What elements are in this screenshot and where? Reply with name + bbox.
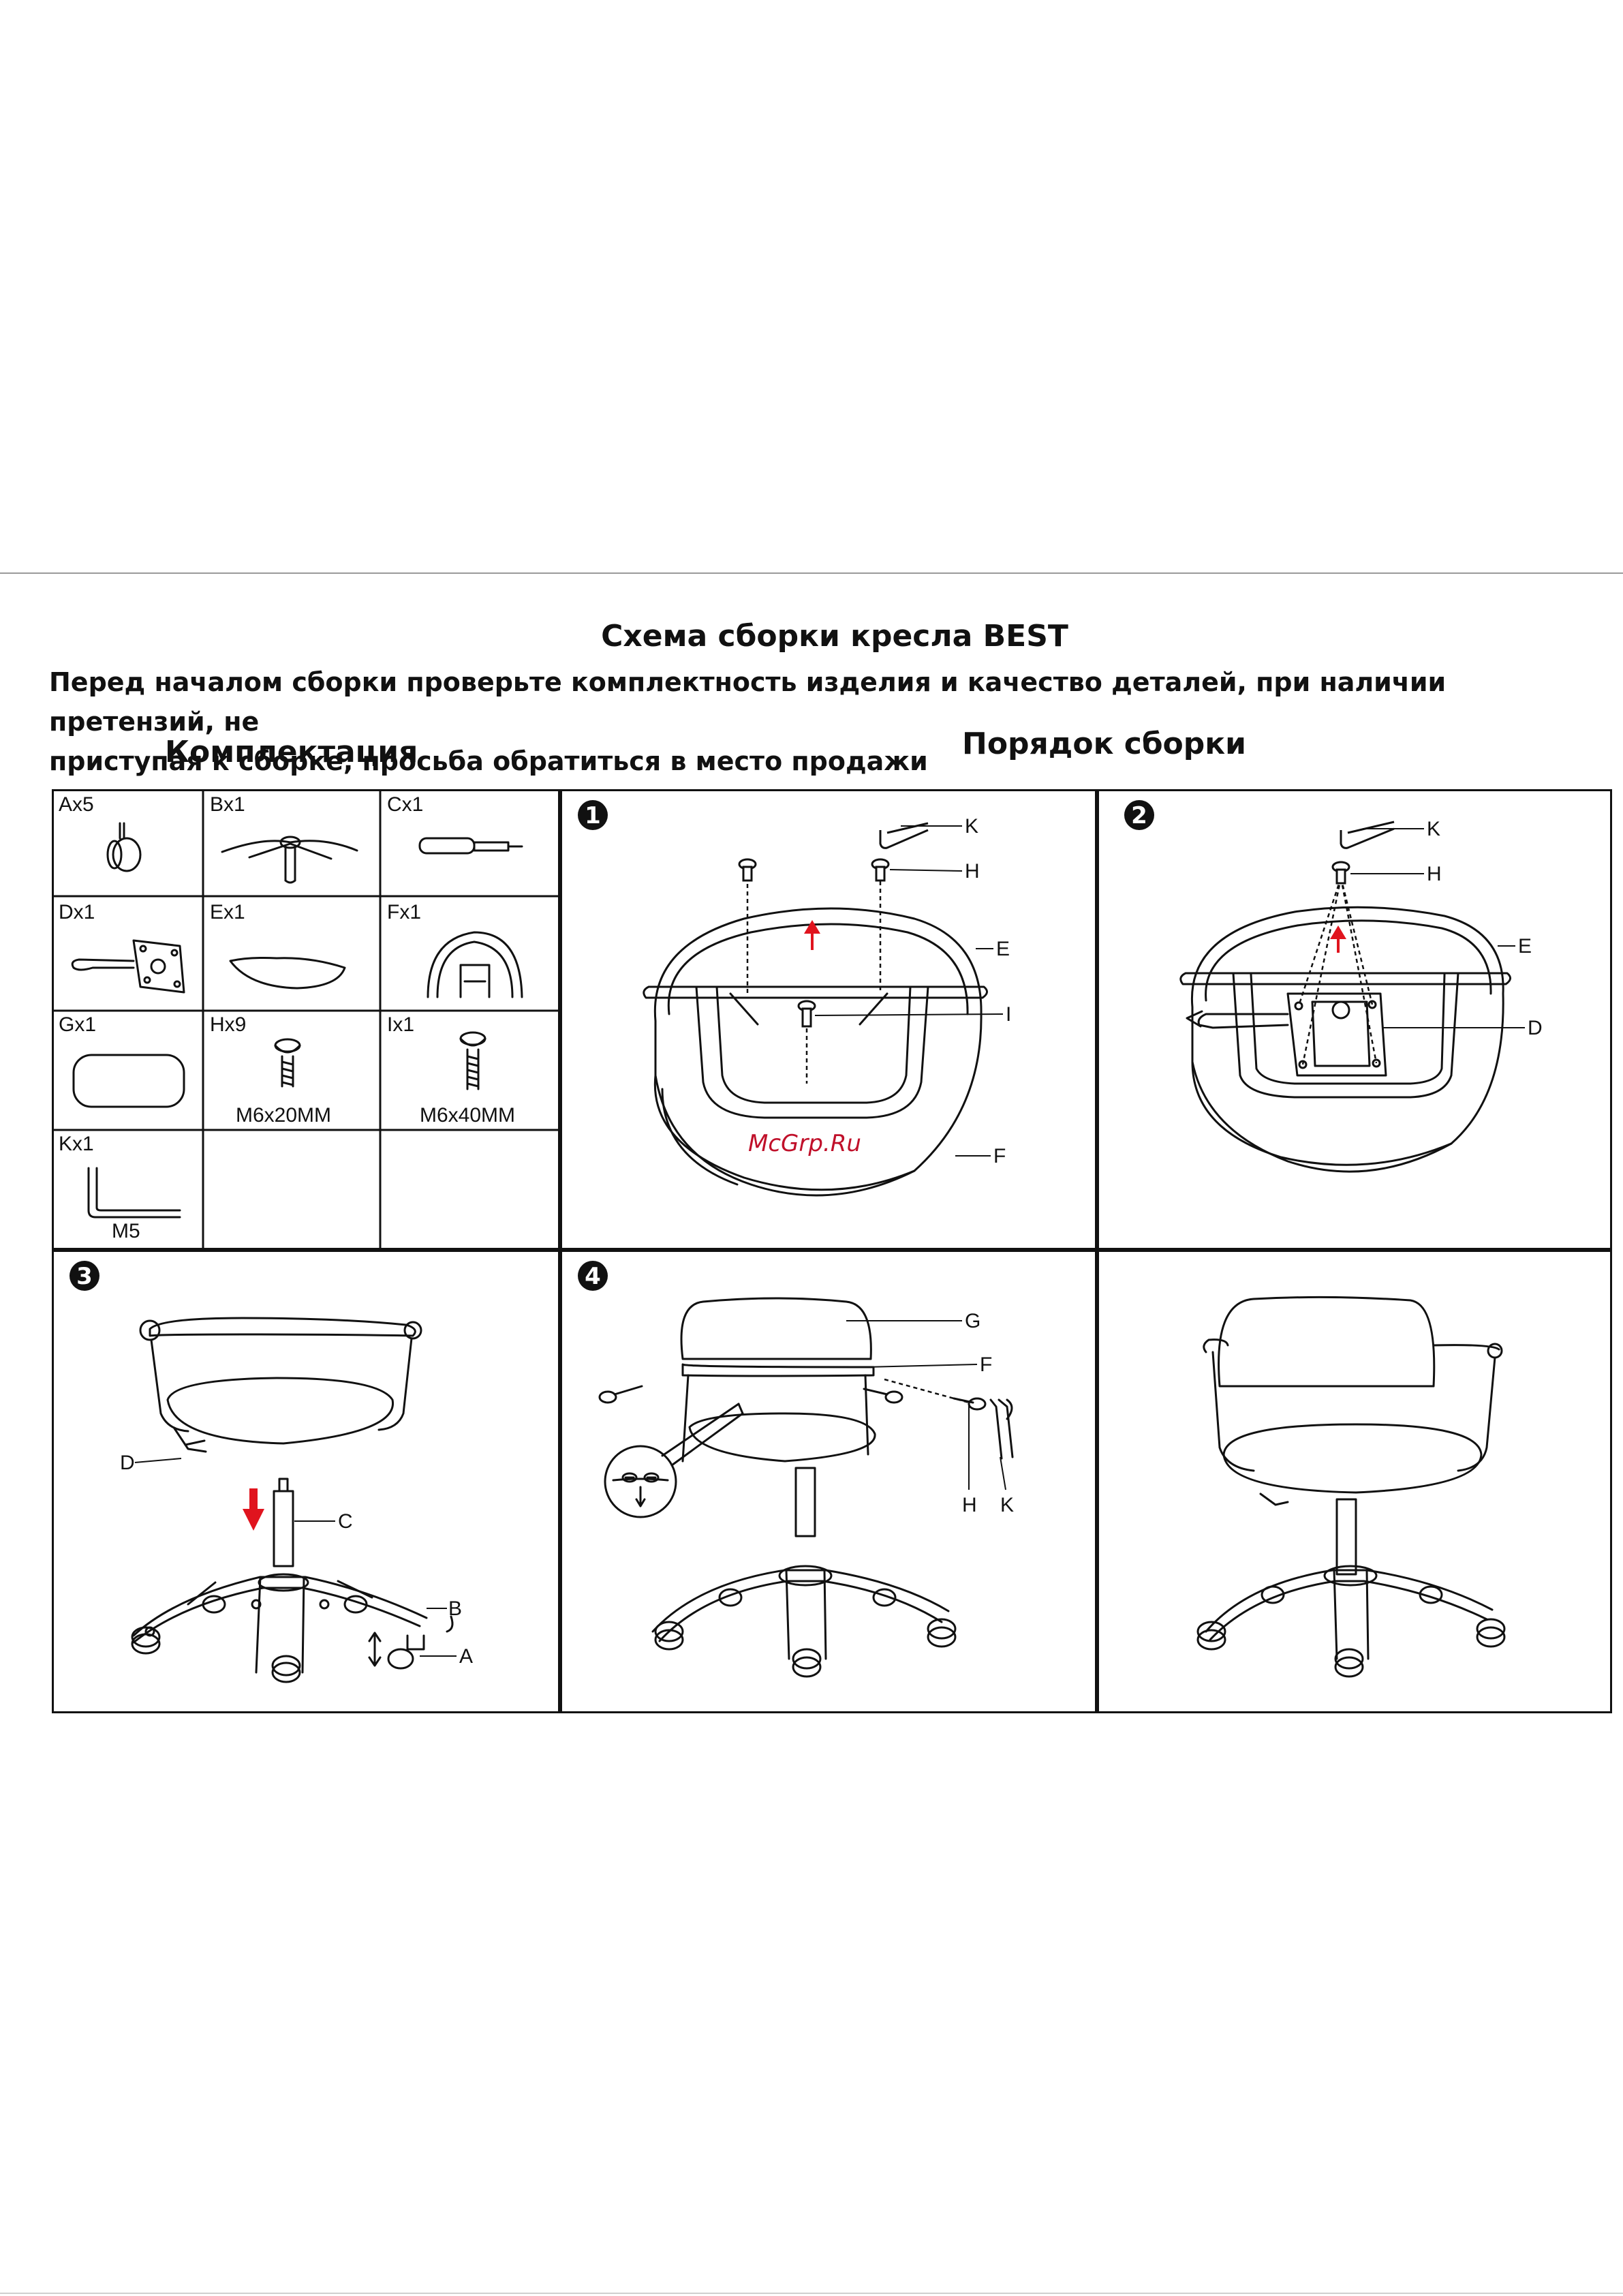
step-3-marker-bg	[69, 1261, 99, 1291]
caster-icon	[106, 822, 142, 872]
step-3-marker: 3	[76, 1263, 93, 1290]
step-3-label-d: D	[120, 1452, 135, 1474]
part-code-h: Hx9	[210, 1013, 246, 1036]
part-code-g: Gx1	[59, 1013, 96, 1036]
step-1-label-h: H	[965, 860, 980, 883]
assembled-chair-drawing	[1196, 1296, 1506, 1678]
step-2-panel: 2 K H E D	[1097, 789, 1612, 1250]
intro-text: Перед началом сборки проверьте комплектн…	[49, 662, 1582, 781]
star-base-icon	[221, 836, 358, 884]
parts-list-panel: Ax5 Bx1 Cx1 Dx1 Ex1 Fx1 Gx1 Hx9 Ix1 Kx1 …	[52, 789, 560, 1250]
step-1-label-k: K	[965, 815, 978, 838]
part-caption-k: M5	[112, 1220, 140, 1242]
step-1-marker: 1	[585, 802, 601, 829]
part-code-i: Ix1	[387, 1013, 414, 1036]
step-3-leaders	[134, 1458, 457, 1657]
step-4-label-f: F	[980, 1353, 992, 1376]
step-1-hex-key	[879, 822, 929, 849]
step-2-label-d: D	[1528, 1017, 1543, 1039]
chair-backrest-drawing	[598, 1297, 1014, 1678]
long-bolt-icon	[459, 1031, 486, 1090]
seat-underside-drawing	[643, 907, 988, 1197]
part-caption-i: M6x40MM	[420, 1104, 515, 1127]
part-code-c: Cx1	[387, 793, 423, 816]
document-title: Схема сборки кресла BEST	[601, 619, 1068, 654]
intro-line-1: Перед началом сборки проверьте комплектн…	[49, 667, 1447, 737]
step-1-marker-bg	[578, 800, 608, 830]
step-2-marker: 2	[1131, 802, 1147, 829]
hex-key-icon	[87, 1167, 181, 1219]
part-code-f: Fx1	[387, 901, 421, 923]
part-code-b: Bx1	[210, 793, 245, 816]
seat-mechanism-drawing	[1179, 906, 1511, 1173]
step-3-label-a: A	[459, 1645, 473, 1668]
step-1-leaders	[814, 825, 1004, 1157]
step-2-label-k: K	[1427, 818, 1440, 840]
part-caption-h: M6x20MM	[236, 1104, 331, 1127]
step-1-panel: 1 K H E I F	[560, 789, 1097, 1250]
part-code-d: Dx1	[59, 901, 95, 923]
step-1-label-e: E	[996, 938, 1010, 960]
intro-line-2: приступая к сборке, просьба обратиться в…	[49, 746, 928, 776]
back-frame-icon	[427, 931, 523, 998]
step-2-marker-bg	[1124, 800, 1154, 830]
part-code-k: Kx1	[59, 1133, 94, 1155]
step-2-hex-key	[1340, 821, 1395, 849]
order-heading: Порядок сборки	[962, 726, 1246, 761]
step-1-label-f: F	[993, 1145, 1006, 1167]
page-top-rule	[0, 572, 1623, 574]
step-1-label-i: I	[1006, 1003, 1011, 1026]
watermark: McGrp.Ru	[748, 1130, 861, 1157]
step-3-label-b: B	[448, 1597, 462, 1620]
step-1-bolts	[738, 858, 890, 1028]
page-bottom-rule	[0, 2293, 1623, 2294]
step-4-panel: 4	[560, 1250, 1097, 1713]
assembled-chair-panel	[1097, 1250, 1612, 1713]
step-2-label-e: E	[1518, 935, 1532, 958]
step-4-marker: 4	[585, 1263, 601, 1290]
step-3-red-arrow	[243, 1488, 264, 1531]
step-2-red-arrow	[1330, 925, 1346, 953]
backrest-pad-icon	[72, 1054, 185, 1108]
step-4-leaders	[846, 1320, 1006, 1490]
short-bolt-icon	[274, 1038, 301, 1088]
gas-lift-icon	[418, 837, 523, 855]
chair-seat-base-drawing	[131, 1317, 454, 1683]
step-2-leaders	[1350, 828, 1525, 1028]
step-2-label-h: H	[1427, 863, 1442, 885]
kit-heading: Комплектация	[165, 735, 418, 769]
step-4-label-h: H	[962, 1494, 977, 1516]
step-4-marker-bg	[578, 1261, 608, 1291]
tilt-mechanism-icon	[71, 939, 185, 994]
step-3-label-c: C	[338, 1510, 353, 1533]
step-2-bolt	[1331, 861, 1350, 885]
step-4-label-g: G	[965, 1310, 980, 1332]
part-code-e: Ex1	[210, 901, 245, 923]
step-3-panel: 3 D C B A	[52, 1250, 560, 1713]
part-code-a: Ax5	[59, 793, 94, 816]
step-4-label-k: K	[1000, 1494, 1014, 1516]
step-1-red-arrow	[804, 920, 820, 950]
seat-icon	[229, 957, 346, 990]
